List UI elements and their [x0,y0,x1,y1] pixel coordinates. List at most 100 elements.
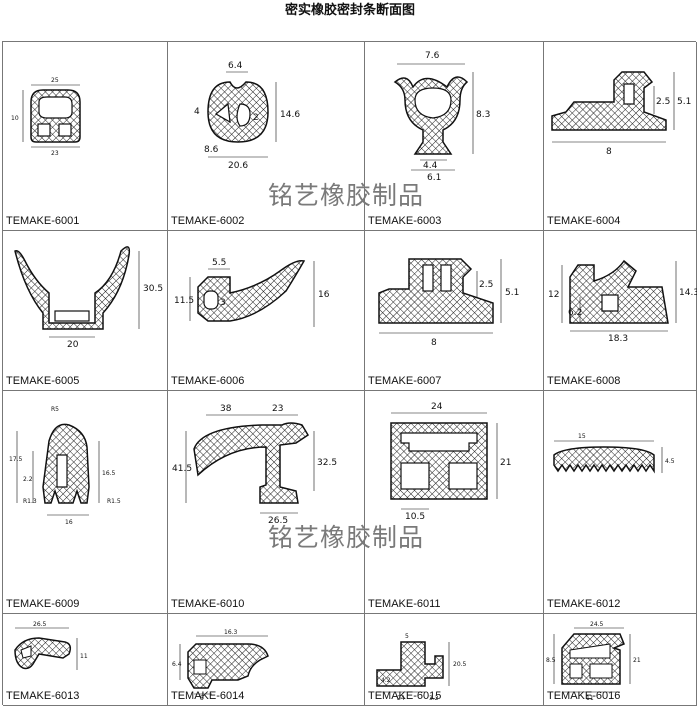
profile-card[interactable]: 12 6.2 14.3 18.3 TEMAKE-6008 [544,231,697,391]
product-code: TEMAKE-6016 [547,690,621,702]
dimension-label: 14.3 [679,288,697,298]
dimension-label: 2.5 [656,97,670,107]
dimension-label: 4.5 [665,458,675,465]
dimension-label: 4 [194,107,200,117]
product-code: TEMAKE-6010 [171,598,245,610]
profile-card[interactable]: 2.5 5.1 8 TEMAKE-6004 [544,42,697,231]
profile-card[interactable]: 5 20.5 4.2 24 3.2 TEMAKE-6015 [365,614,544,706]
profile-drawing: 26.5 11 [14,621,88,670]
profile-card[interactable]: 24.5 8.5 11 21 TEMAKE-6016 [544,614,697,706]
profile-grid: 25 10 23 TEMAKE-6001 6.4 4 2 14.6 8.6 20… [2,41,697,706]
dimension-label: 24 [397,695,405,702]
dimension-label: 5.1 [505,288,519,298]
dimension-label: 26.5 [268,516,288,526]
dimension-label: 8.6 [204,145,219,155]
dimension-label: 5.5 [212,258,226,268]
profile-drawing: 25 10 23 [11,77,81,157]
dimension-label: 21 [633,657,641,664]
product-code: TEMAKE-6003 [368,215,442,227]
dimension-label: 20.6 [228,161,248,171]
profile-card[interactable]: 15 4.5 TEMAKE-6012 [544,391,697,614]
dimension-label: 16 [318,290,330,300]
dimension-label: 11 [586,695,594,702]
profile-card[interactable]: 30.5 20 TEMAKE-6005 [3,231,168,391]
profile-drawing: 2.5 5.1 8 [551,71,691,157]
profile-drawing: R5 17.5 2.2 16.5 R1.3 R1.5 16 [9,406,121,526]
profile-card[interactable]: 26.5 11 TEMAKE-6013 [3,614,168,706]
dimension-label: 2.2 [23,476,33,483]
page-title: 密实橡胶密封条断面图 [284,3,415,18]
profile-drawing: 7.6 8.3 4.4 6.1 [393,51,490,183]
dimension-label: R1.5 [107,498,121,505]
dimension-label: 23 [272,404,283,414]
product-code: TEMAKE-6002 [171,215,245,227]
dimension-label: 8 [431,338,437,348]
profile-card[interactable]: 16.3 6.4 5 TEMAKE-6014 [168,614,365,706]
profile-drawing: 5.5 11.5 3 16 [174,258,330,327]
dimension-label: 20.5 [453,661,467,668]
profile-card[interactable]: 5.5 11.5 3 16 TEMAKE-6006 [168,231,365,391]
product-code: TEMAKE-6008 [547,375,621,387]
profile-card[interactable]: 6.4 4 2 14.6 8.6 20.6 TEMAKE-6002 [168,42,365,231]
dimension-label: 8.3 [476,110,490,120]
dimension-label: 5 [200,695,204,702]
profile-card[interactable]: 25 10 23 TEMAKE-6001 [3,42,168,231]
dimension-label: 26.5 [33,621,47,628]
dimension-label: 4.2 [381,677,391,684]
dimension-label: 10 [11,115,19,122]
dimension-label: 2.5 [479,280,493,290]
profile-card[interactable]: 7.6 8.3 4.4 6.1 TEMAKE-6003 [365,42,544,231]
profile-drawing: 15 4.5 [553,433,675,474]
dimension-label: 12 [548,290,559,300]
dimension-label: 6.2 [568,308,582,318]
dimension-label: 25 [51,77,59,84]
profile-card[interactable]: 24 21 10.5 TEMAKE-6011 [365,391,544,614]
product-code: TEMAKE-6011 [368,598,441,610]
dimension-label: 32.5 [317,458,337,468]
profile-drawing: 5 20.5 4.2 24 3.2 [376,633,467,702]
product-code: TEMAKE-6015 [368,690,442,702]
product-code: TEMAKE-6005 [6,375,80,387]
profile-drawing: 16.3 6.4 5 [172,629,269,702]
dimension-label: 23 [51,150,59,157]
product-code: TEMAKE-6007 [368,375,442,387]
product-code: TEMAKE-6001 [6,215,80,227]
product-code: TEMAKE-6014 [171,690,245,702]
profile-drawing: 24.5 8.5 11 21 [546,621,641,702]
dimension-label: 24.5 [590,621,604,628]
dimension-label: 11 [80,653,88,660]
dimension-label: 10.5 [405,512,425,522]
dimension-label: 4.4 [423,161,438,171]
profile-card[interactable]: 2.5 5.1 8 TEMAKE-6007 [365,231,544,391]
dimension-label: 18.3 [608,334,628,344]
product-code: TEMAKE-6009 [6,598,80,610]
dimension-label: 8.5 [546,657,556,664]
profile-drawing: 6.4 4 2 14.6 8.6 20.6 [194,61,300,171]
dimension-label: 3 [220,298,226,308]
profile-card[interactable]: R5 17.5 2.2 16.5 R1.3 R1.5 16 TEMAKE-600… [3,391,168,614]
dimension-label: 41.5 [172,464,192,474]
product-code: TEMAKE-6013 [6,690,80,702]
profile-drawing: 30.5 20 [14,246,163,350]
dimension-label: 21 [500,458,511,468]
product-code: TEMAKE-6004 [547,215,621,227]
dimension-label: 15 [578,433,586,440]
profile-drawing: 12 6.2 14.3 18.3 [548,259,697,344]
dimension-label: 8 [606,147,612,157]
dimension-label: 6.1 [427,173,441,183]
profile-card[interactable]: 38 23 41.5 32.5 26.5 TEMAKE-6010 [168,391,365,614]
dimension-label: 20 [67,340,79,350]
dimension-label: 17.5 [9,456,23,463]
dimension-label: 16 [65,519,73,526]
dimension-label: 6.4 [228,61,243,71]
profile-drawing: 38 23 41.5 32.5 26.5 [172,404,337,526]
dimension-label: 3.2 [429,695,439,702]
dimension-label: 24 [431,402,443,412]
dimension-label: 5.1 [677,97,691,107]
product-code: TEMAKE-6006 [171,375,245,387]
profile-drawing: 2.5 5.1 8 [378,258,519,348]
dimension-label: 7.6 [425,51,440,61]
profile-drawing: 24 21 10.5 [390,402,511,522]
dimension-label: 6.4 [172,661,182,668]
dimension-label: 11.5 [174,296,194,306]
